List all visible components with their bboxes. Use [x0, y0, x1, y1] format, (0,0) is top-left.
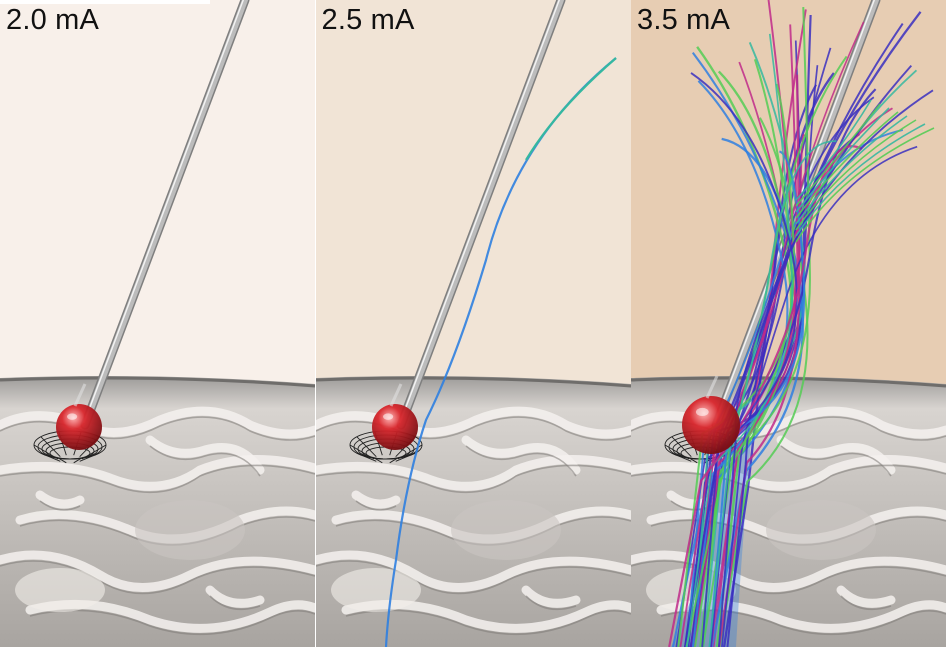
panel-3-5-ma: 3.5 mA — [631, 0, 946, 647]
fiber-tract — [795, 119, 917, 231]
mri-brain-slice — [631, 376, 946, 647]
fiber-tract — [686, 33, 794, 647]
panel-2-0-ma: 2.0 mA — [0, 0, 315, 647]
mri-brain-slice — [315, 376, 631, 647]
fiber-tract — [795, 107, 890, 213]
sphere-icon — [682, 375, 740, 454]
panel-label: 2.0 mA — [6, 4, 100, 36]
fiber-tract — [795, 111, 899, 219]
fiber-tract — [795, 99, 872, 201]
fiber-tract — [710, 24, 799, 647]
fiber-tract — [795, 115, 908, 225]
scene — [0, 0, 315, 647]
electrode-shaft — [397, 0, 564, 428]
electrode-highlight — [398, 0, 560, 424]
fiber-tract — [690, 72, 798, 647]
fiber-tract — [684, 88, 877, 647]
fiber-tract — [384, 57, 617, 647]
panel-label: 2.5 mA — [321, 4, 415, 36]
sphere-icon — [56, 383, 102, 450]
fiber-tract — [795, 127, 935, 243]
fiber-tract — [721, 145, 918, 647]
sphere-icon — [371, 383, 418, 450]
panel-label: 3.5 mA — [637, 4, 731, 36]
fiber-tract — [701, 7, 811, 647]
fiber-tract — [795, 123, 926, 237]
electrode-shaft — [82, 0, 248, 428]
fiber-tracts — [384, 57, 617, 647]
fiber-tract — [708, 140, 837, 647]
fiber-tract — [795, 103, 881, 207]
fiber-tract — [708, 150, 806, 647]
scene — [315, 0, 631, 647]
fiber-tract — [689, 11, 922, 647]
electrode-highlight — [83, 0, 245, 424]
panel-2-5-ma: 2.5 mA — [315, 0, 631, 647]
electrode-highlight — [714, 0, 876, 424]
scene — [631, 0, 946, 647]
fiber-tract — [717, 89, 934, 647]
top-gap — [0, 0, 210, 4]
fiber-tract — [524, 57, 617, 161]
mri-brain-slice — [0, 376, 315, 647]
